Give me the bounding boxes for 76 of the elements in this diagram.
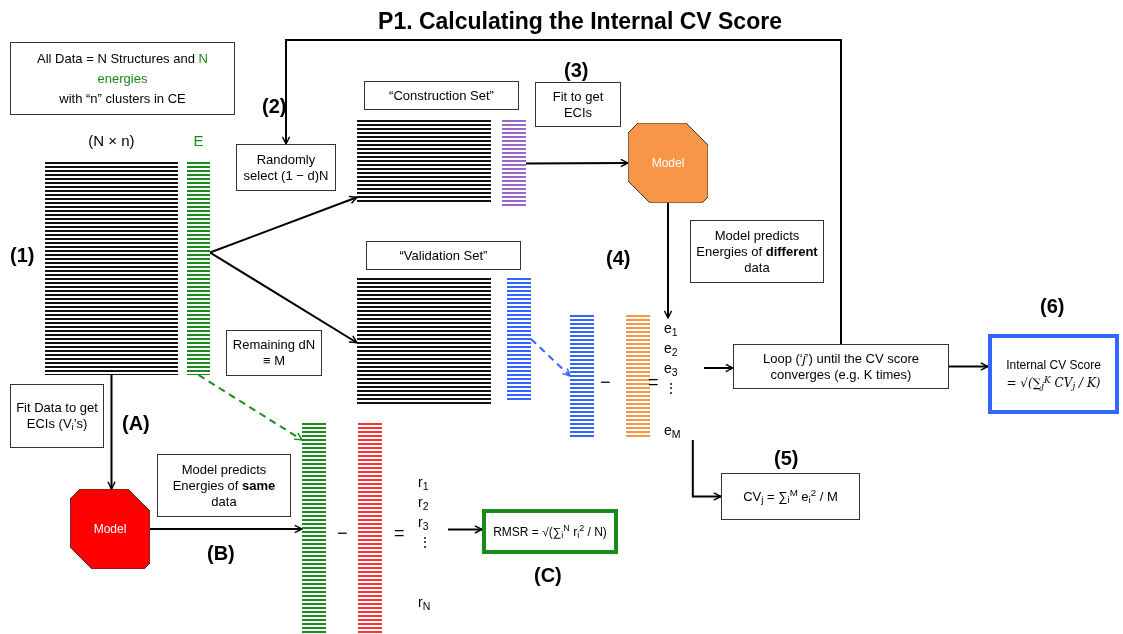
- striped-data-column: [302, 423, 326, 634]
- operator: −: [337, 522, 348, 545]
- result-box: [988, 334, 1119, 414]
- info-box: [10, 42, 235, 115]
- striped-data-column: [626, 315, 650, 437]
- arrow: [663, 202, 673, 319]
- text-box: [157, 454, 291, 517]
- operator: −: [600, 371, 611, 394]
- arrow: [209, 195, 358, 254]
- arrow: [209, 251, 358, 344]
- node-label: Model: [93, 521, 127, 538]
- vector-entry: r$_{2}$: [418, 493, 430, 512]
- striped-data-column: [357, 120, 491, 204]
- text-box: [366, 241, 521, 270]
- formula: = √(∑$_{j}$$^{K}$ CV$_{j}$ / K): [1006, 374, 1101, 392]
- vector-entry: r$_{3}$: [418, 513, 430, 532]
- diagram-title: P1. Calculating the Internal CV Score: [377, 7, 783, 36]
- result-box: [482, 509, 618, 554]
- vector-entry: e$_{M}$: [664, 421, 682, 440]
- step-number: (2): [262, 94, 287, 118]
- striped-data-column: [357, 278, 491, 405]
- text-box: [690, 220, 824, 283]
- box-text: Fit to get ECIs: [551, 88, 605, 121]
- box-text: “Construction Set”: [389, 87, 494, 104]
- vector-entry: e$_{2}$: [664, 339, 679, 358]
- matrix-heading: E: [193, 131, 204, 151]
- striped-data-column: [358, 423, 382, 634]
- step-number: (6): [1040, 294, 1065, 318]
- matrix-heading: (N × n): [88, 131, 135, 151]
- arrow: [525, 158, 629, 168]
- arrow: [703, 363, 734, 373]
- text-box: [236, 144, 336, 191]
- formula: RMSR = √(∑$_{i}$$^{N}$ r$_{i}$$^{2}$ / N): [493, 522, 607, 541]
- arrow: [948, 362, 989, 371]
- box-text: Loop (‘j’) until the CV score converges (e.g. K times): [761, 350, 921, 383]
- step-number: (4): [606, 246, 631, 270]
- text-box: [721, 473, 860, 520]
- vector-entry: r$_{N}$: [418, 593, 432, 612]
- arrow: [691, 439, 722, 501]
- box-text: All Data = N Structures and N energies with “n” clusters in CE: [36, 49, 209, 108]
- arrow: [281, 39, 842, 345]
- vector-entry: e$_{3}$: [664, 359, 679, 378]
- step-number: (A): [122, 411, 150, 435]
- step-number: (B): [207, 541, 235, 565]
- striped-data-column: [570, 315, 594, 437]
- vector-entry: ⋮: [664, 379, 679, 398]
- text-box: [364, 81, 519, 110]
- vector-entry: e$_{1}$: [664, 319, 679, 338]
- operator: =: [648, 371, 659, 394]
- vector-entry: ⋮: [418, 533, 433, 552]
- text-box: [226, 330, 322, 376]
- dashed-arrow: [530, 338, 571, 377]
- box-text: Model predicts Energies of different data: [695, 227, 819, 276]
- box-text: Fit Data to get ECIs (V$_{i}$’s): [15, 400, 99, 432]
- box-title: Internal CV Score: [1006, 357, 1101, 374]
- vector-entry: r$_{1}$: [418, 473, 430, 492]
- arrow: [107, 374, 116, 490]
- box-text: Randomly select (1 − d)N: [242, 151, 330, 184]
- striped-data-column: [507, 278, 531, 400]
- step-number: (3): [564, 58, 589, 82]
- box-text: “Validation Set”: [399, 247, 488, 264]
- step-number: (1): [10, 243, 35, 267]
- box-text: CV$_{j}$ = ∑$_{i}$$^{M}$ e$_{i}$$^{2}$ / M: [743, 488, 838, 505]
- text-box: [733, 344, 949, 389]
- text-box: [535, 82, 621, 127]
- operator: =: [394, 522, 405, 545]
- box-text: Remaining dN ≡ M: [231, 337, 317, 369]
- box-text: Model predicts Energies of same data: [171, 461, 277, 510]
- striped-data-column: [502, 120, 526, 207]
- node-label: Model: [651, 155, 685, 172]
- arrow: [447, 525, 483, 534]
- step-number: (5): [774, 446, 799, 470]
- arrow: [149, 524, 303, 534]
- text-box: [10, 384, 104, 448]
- dashed-arrow: [197, 374, 303, 441]
- step-number: (C): [534, 563, 562, 587]
